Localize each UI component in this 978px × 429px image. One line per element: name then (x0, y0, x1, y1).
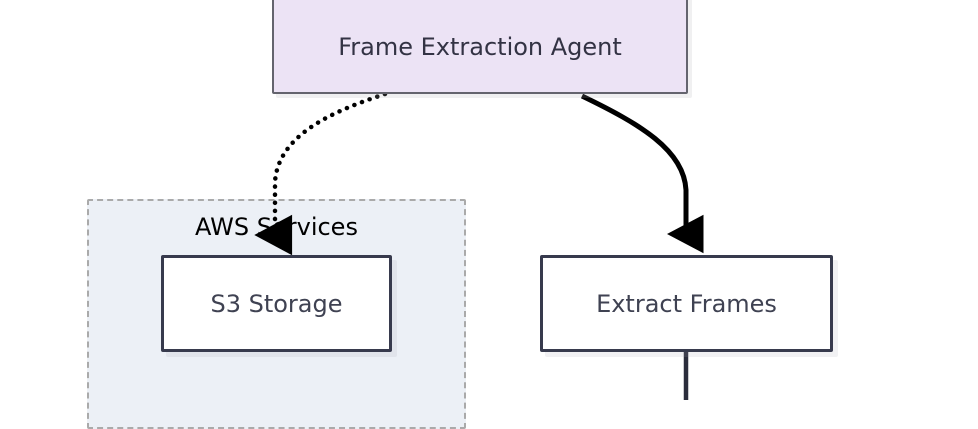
node-label-extract-frames: Extract Frames (596, 289, 777, 318)
node-extract-frames[interactable]: Extract Frames (540, 255, 833, 352)
node-label-frame-extraction-agent: Frame Extraction Agent (338, 33, 622, 61)
edge-agent-to-s3 (254, 91, 388, 256)
flowchart-diagram: AWS Services Frame Extraction Agent S3 S… (87, 0, 833, 429)
node-s3-storage[interactable]: S3 Storage (161, 255, 392, 352)
node-frame-extraction-agent[interactable]: Frame Extraction Agent (272, 0, 688, 94)
node-label-s3-storage: S3 Storage (210, 289, 343, 318)
edge-agent-to-extract (580, 93, 704, 254)
edge-layer (254, 91, 704, 400)
